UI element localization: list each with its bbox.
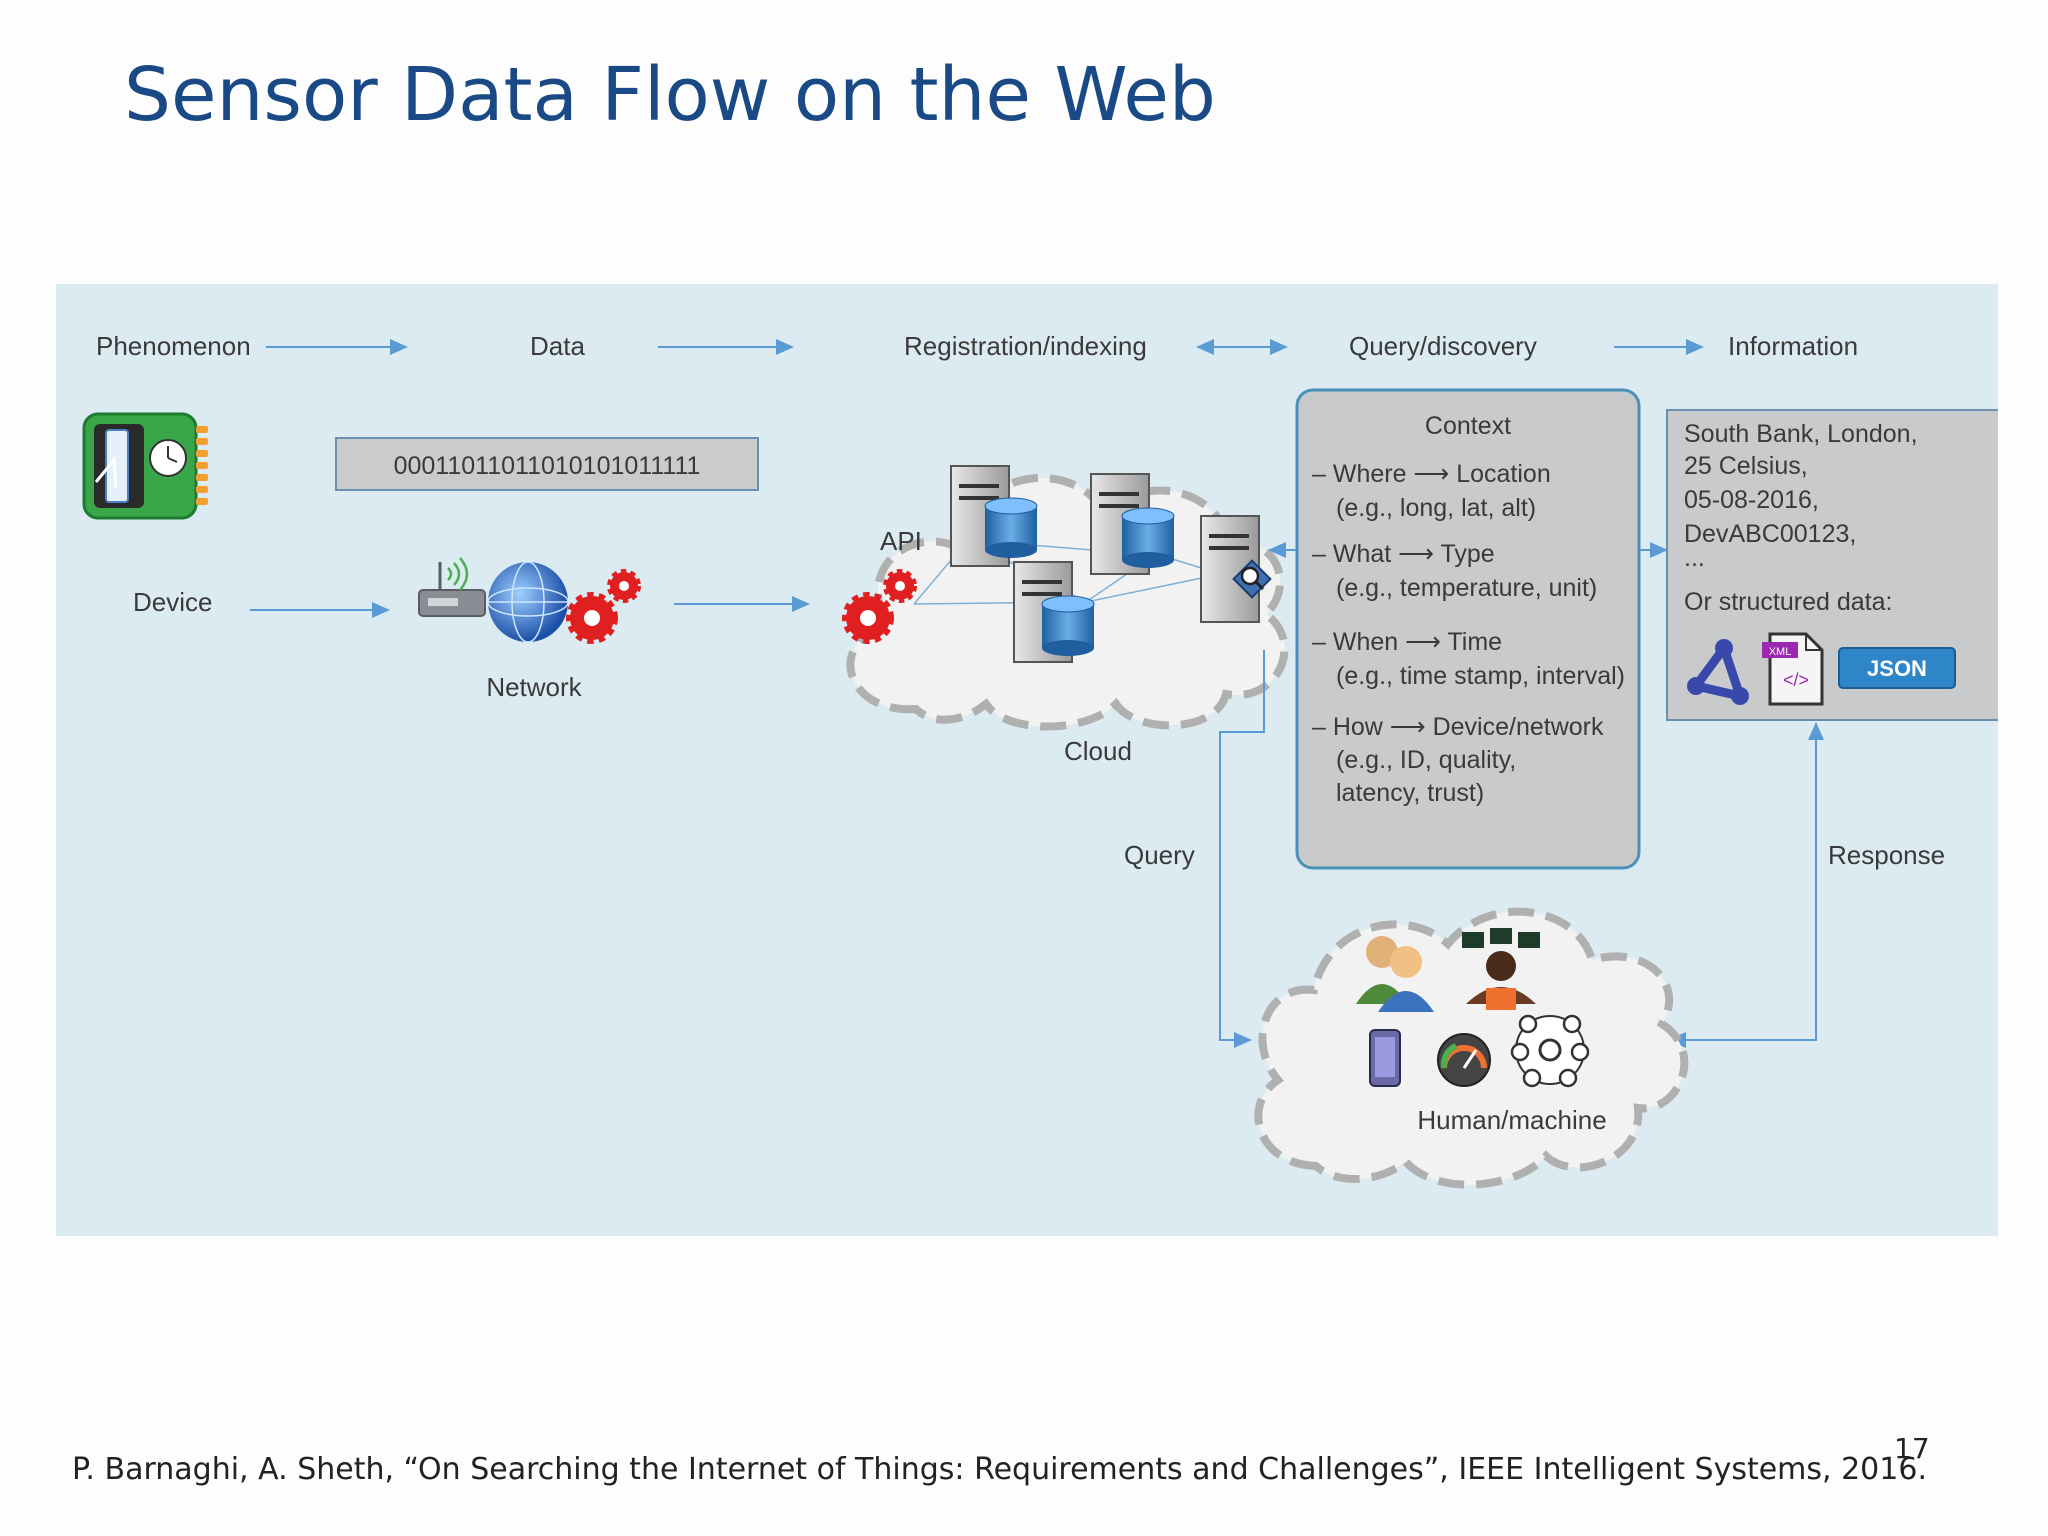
response-arrow [1668,722,1824,1048]
context-line: (e.g., temperature, unit) [1336,574,1597,602]
query-label: Query [1124,840,1195,870]
json-badge: JSON [1838,647,1956,689]
context-line: (e.g., ID, quality, [1336,746,1516,774]
context-line: – When ⟶ Time [1312,628,1502,656]
context-box [1295,388,1641,870]
slide-title: Sensor Data Flow on the Web [124,52,1216,138]
stage-registration-indexing: Registration/indexing [904,331,1147,361]
human-machine-label: Human/machine [1417,1105,1606,1135]
stage-information: Information [1728,331,1858,361]
users-icon [1356,936,1434,1012]
service-network-icon [1510,1014,1590,1088]
stage-phenomenon: Phenomenon [96,331,251,361]
json-label: JSON [1867,656,1927,681]
search-server-icon [1200,515,1272,623]
stage-query-discovery: Query/discovery [1349,331,1537,361]
structured-data-label: Or structured data: [1684,588,1892,616]
sensor-device-icon [82,412,208,520]
xml-file-icon: XML </> [1762,632,1824,706]
operators-icon [1462,928,1540,1010]
router-icon [418,557,486,617]
server-icon [1090,473,1175,575]
cloud-label: Cloud [1064,736,1132,766]
server-icon [950,465,1038,567]
information-line: ... [1684,544,1705,572]
context-line: latency, trust) [1336,779,1484,807]
server-icon [1013,561,1095,663]
context-line: (e.g., long, lat, alt) [1336,494,1536,522]
gauge-icon [1437,1033,1491,1087]
rdf-graph-icon [1687,639,1749,705]
stage-data: Data [530,331,585,361]
network-gears-icon [566,569,641,644]
network-label: Network [486,672,582,702]
citation: P. Barnaghi, A. Sheth, “On Searching the… [72,1452,1927,1487]
api-label: API [880,526,922,556]
context-line: – How ⟶ Device/network [1312,713,1604,741]
globe-icon [487,561,569,643]
context-title: Context [1425,412,1511,440]
xml-tag: XML [1769,646,1792,658]
context-line: – Where ⟶ Location [1312,460,1551,488]
binary-data-box [335,437,759,491]
information-line: 25 Celsius, [1684,452,1808,480]
context-line: (e.g., time stamp, interval) [1336,662,1625,690]
page-number: 17 [1894,1432,1930,1465]
response-label: Response [1828,840,1945,870]
api-gears-icon [842,569,917,644]
information-line: South Bank, London, [1684,420,1918,448]
data-flow-diagram: Phenomenon Data Registration/indexing Qu… [82,331,1998,1189]
context-line: – What ⟶ Type [1312,540,1495,568]
device-label: Device [133,587,212,617]
svg-text:</>: </> [1783,670,1809,690]
query-arrow [1219,650,1265,1048]
information-line: 05-08-2016, [1684,486,1819,514]
information-line: DevABC00123, [1684,520,1856,548]
smartphone-icon [1369,1029,1401,1087]
diagram-panel: Phenomenon Data Registration/indexing Qu… [56,284,1998,1236]
binary-data-value: 00011011011010101011111 [394,452,701,480]
